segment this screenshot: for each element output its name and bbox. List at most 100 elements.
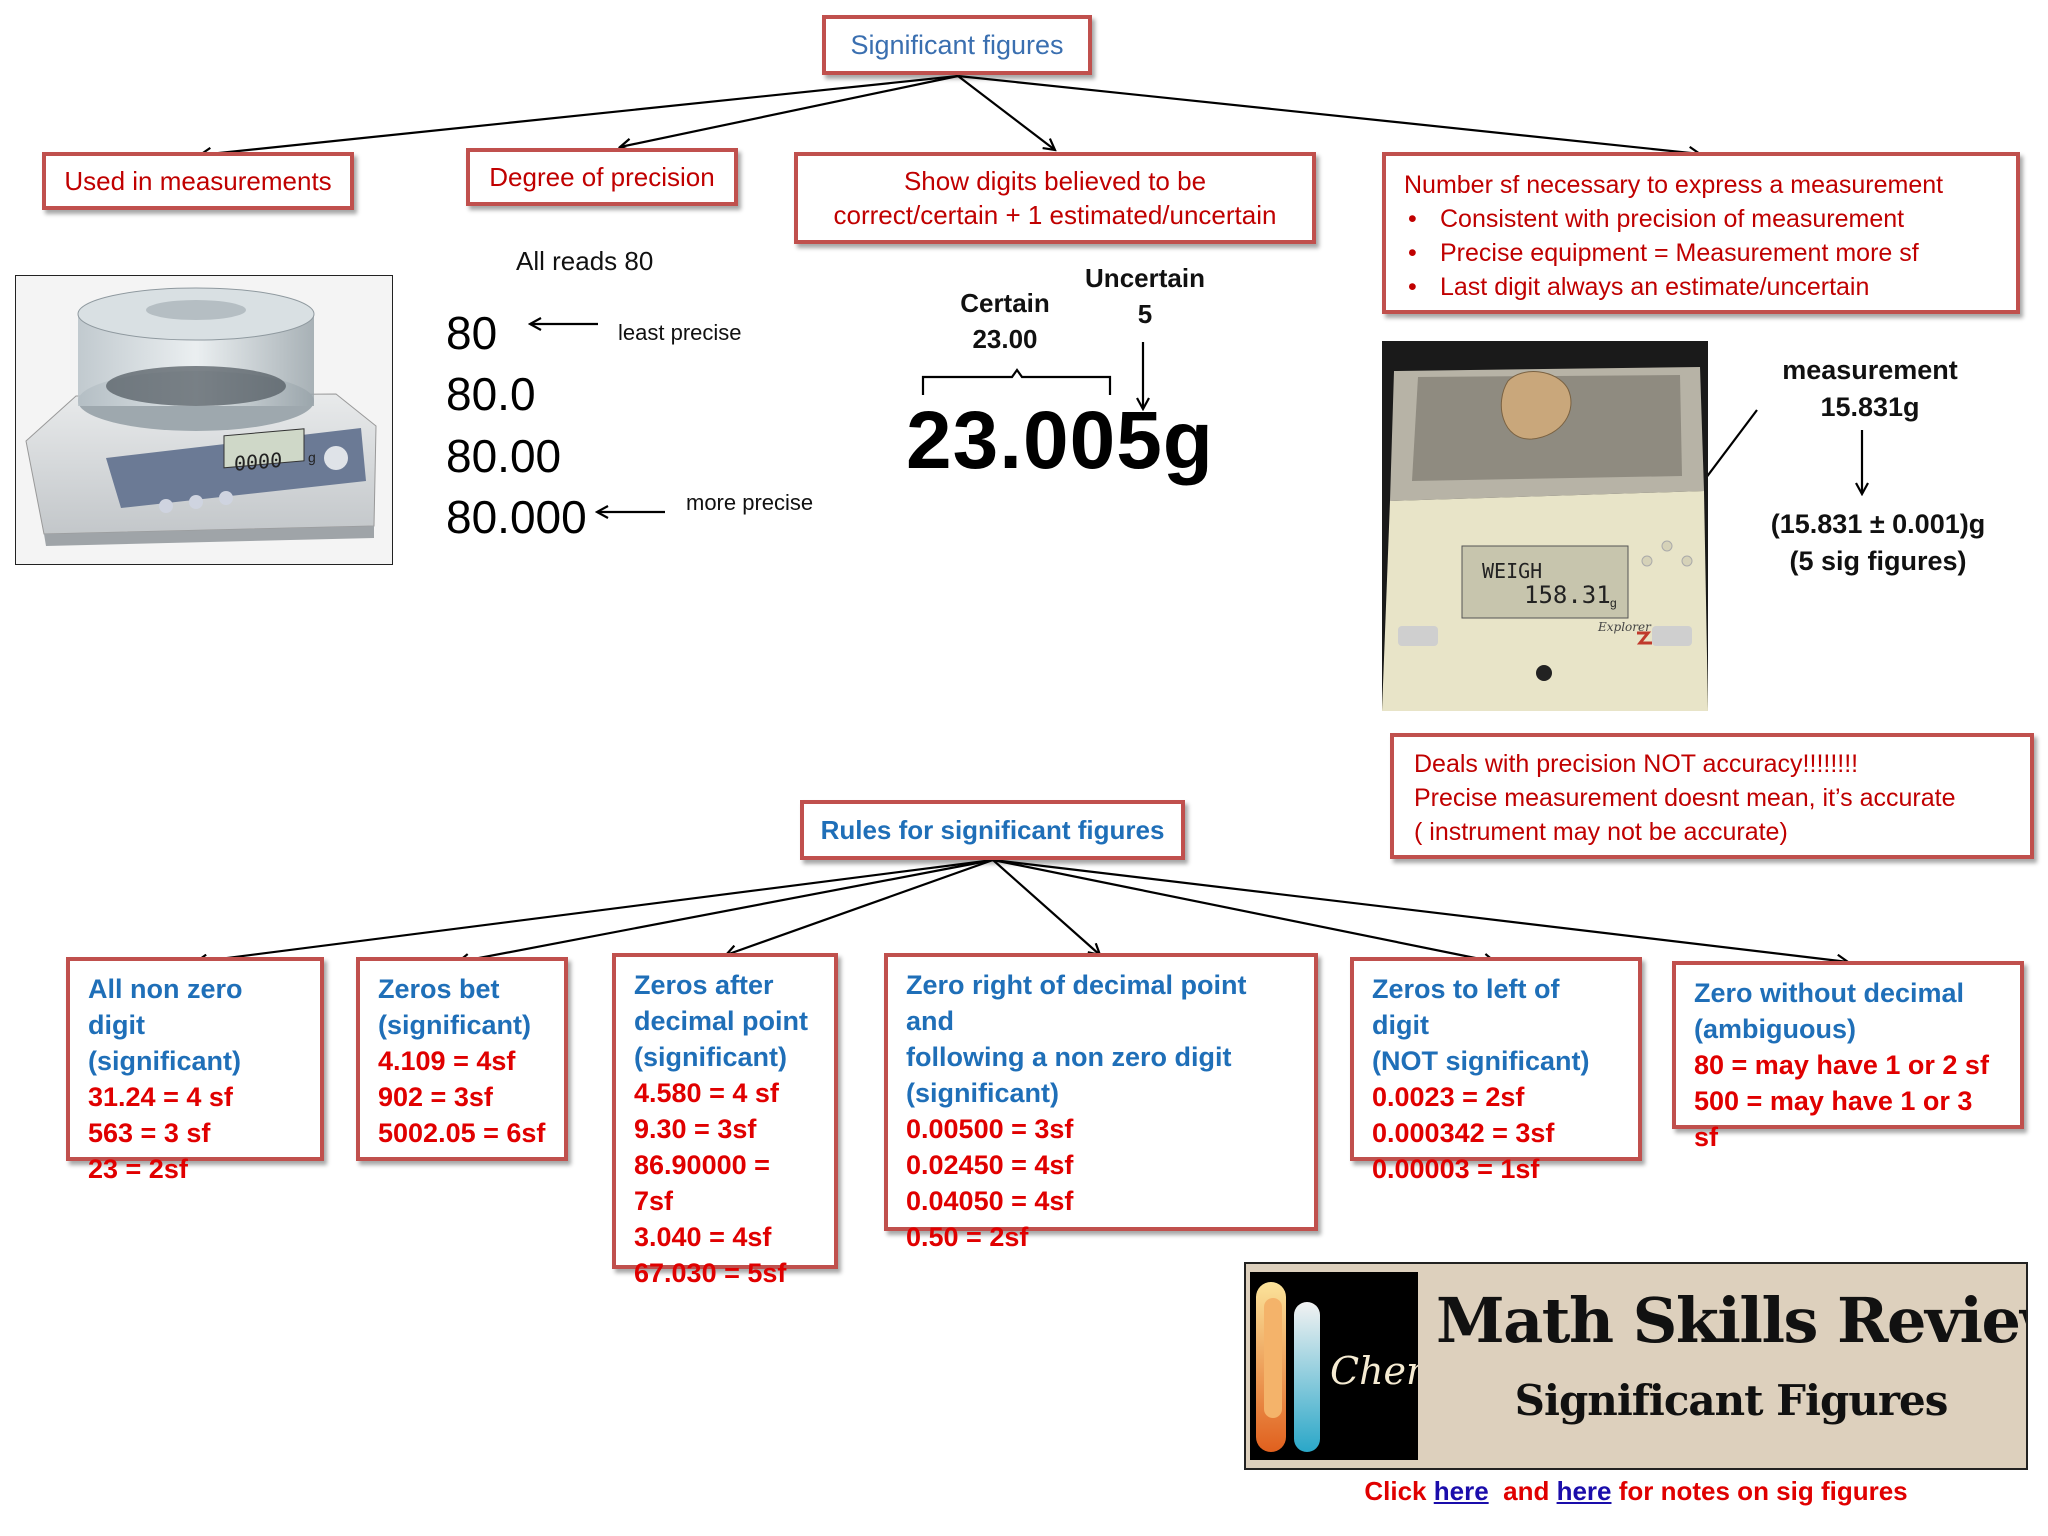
rule-example: 31.24 = 4 sf (88, 1082, 233, 1112)
balance-display-unit: g (308, 449, 316, 466)
rule-example: 0.04050 = 4sf (906, 1186, 1074, 1216)
arrow-rule-2 (458, 858, 994, 962)
number-heading: Number sf necessary to express a measure… (1404, 171, 1944, 199)
footer-and: and (1503, 1476, 1550, 1506)
arrow-to-number (957, 74, 1700, 154)
measurement-sig: (5 sig figures) (1789, 546, 1967, 576)
rule-title: following a non zero digit (906, 1042, 1232, 1072)
rule-example: 0.00500 = 3sf (906, 1114, 1074, 1144)
rule-example: 0.0023 = 2sf (1372, 1082, 1525, 1112)
bullet-item: Consistent with precision of measurement (1408, 202, 1998, 236)
precision-value-1: 80 (446, 307, 498, 359)
rule-box-3: Zeros after decimal point (significant) … (612, 953, 838, 1288)
rule-example: 80 = may have 1 or 2 sf (1694, 1050, 1989, 1080)
arrow-rule-6 (992, 858, 1848, 962)
example-number: 23.005g (906, 395, 1214, 486)
rule-title: Zero right of decimal point and (906, 970, 1247, 1036)
show-line-2: correct/certain + 1 estimated/uncertain (833, 200, 1277, 230)
arrow-to-show (957, 75, 1055, 150)
scale-illustration: WEIGH 158.31 g Explorer (1382, 341, 1708, 711)
rule-example: 4.580 = 4 sf (634, 1078, 779, 1108)
rule-example: 0.50 = 2sf (906, 1222, 1029, 1252)
rule-title: (significant) (378, 1010, 531, 1040)
footer-click: Click (1364, 1476, 1427, 1506)
measurement-label: measurement 15.831g (1760, 352, 1980, 426)
rule-title: (significant) (906, 1078, 1059, 1108)
scale-image: WEIGH 158.31 g Explorer (1382, 341, 1708, 711)
show-box: Show digits believed to be correct/certa… (794, 152, 1316, 244)
page-title: Significant figures (850, 30, 1064, 60)
rule-title: Zeros bet (378, 974, 500, 1004)
certain-brace (921, 368, 1112, 395)
here-link-2[interactable]: here (1556, 1476, 1612, 1506)
rule-title: All non zero digit (88, 974, 243, 1040)
certain-label: Certain 23.00 (940, 285, 1070, 357)
balance-illustration: 0000 g (25, 287, 377, 546)
rules-title: Rules for significant figures (820, 815, 1165, 845)
title-box: Significant figures (822, 15, 1092, 75)
rule-example: 0.000342 = 3sf (1372, 1118, 1555, 1148)
rule-box-1: All non zero digit (significant) 31.24 =… (66, 957, 324, 1184)
rule-box-2: Zeros bet (significant) 4.109 = 4sf 902 … (356, 957, 568, 1161)
show-line-1: Show digits believed to be (903, 166, 1207, 196)
arrow-to-used (200, 74, 959, 155)
certain-value: 23.00 (972, 324, 1038, 354)
uncertain-label-text: Uncertain (1085, 263, 1205, 293)
rule-example: 4.109 = 4sf (378, 1046, 516, 1076)
rule-example: 23 = 2sf (88, 1154, 188, 1184)
precision-value-3: 80.00 (446, 430, 562, 482)
bullet-item: Precise equipment = Measurement more sf (1408, 236, 1998, 270)
rules-title-box: Rules for significant figures (800, 800, 1185, 860)
balance-image: 0000 g (15, 275, 393, 565)
scale-screen-unit: g (1610, 596, 1617, 610)
arrow-rule-5 (992, 858, 1495, 962)
rule-box-5: Zeros to left of digit (NOT significant)… (1350, 957, 1642, 1184)
here-link-1[interactable]: here (1433, 1476, 1489, 1506)
degree-box: Degree of precision (466, 148, 738, 206)
arrow-rule-4 (992, 859, 1100, 955)
rule-example: 563 = 3 sf (88, 1118, 211, 1148)
rule-example: 500 = may have 1 or 3 sf (1694, 1086, 1973, 1152)
note-line: ( instrument may not be accurate) (1414, 818, 1788, 846)
rule-title: (significant) (634, 1042, 787, 1072)
all-reads-label: All reads 80 (516, 246, 654, 276)
rule-title: (NOT significant) (1372, 1046, 1590, 1076)
measurement-value: 15.831g (1820, 392, 1920, 422)
rule-box-6: Zero without decimal (ambiguous) 80 = ma… (1672, 961, 2024, 1152)
uncertain-label: Uncertain 5 (1070, 260, 1220, 332)
least-precise-label: least precise (618, 320, 742, 345)
measurement-result-text: (15.831 ± 0.001)g (1770, 509, 1986, 539)
number-box: Number sf necessary to express a measure… (1382, 152, 2020, 314)
rule-example: 86.90000 = 7sf (634, 1150, 770, 1216)
measurement-result: (15.831 ± 0.001)g (5 sig figures) (1748, 506, 2008, 580)
rule-title: Zero without decimal (1694, 978, 1965, 1008)
degree-label: Degree of precision (489, 162, 715, 192)
footer-rest: for notes on sig figures (1618, 1476, 1908, 1506)
scale-screen-top: WEIGH (1482, 559, 1542, 583)
precision-value-2: 80.0 (446, 368, 536, 420)
arrow-rule-3 (726, 858, 994, 955)
uncertain-value: 5 (1137, 299, 1153, 329)
rule-title: decimal point (634, 1006, 809, 1036)
certain-label-text: Certain (960, 288, 1050, 318)
rule-title: (significant) (88, 1046, 241, 1076)
chem-logo-text: Chem (1330, 1349, 1418, 1393)
arrow-rule-1 (196, 858, 994, 962)
rule-example: 3.040 = 4sf (634, 1222, 772, 1252)
rule-example: 5002.05 = 6sf (378, 1118, 546, 1148)
more-precise-label: more precise (686, 490, 814, 515)
precision-value-4: 80.000 (446, 491, 587, 543)
used-box: Used in measurements (42, 152, 354, 210)
chem-logo: Chem (1250, 1272, 1442, 1460)
rule-example: 0.00003 = 1sf (1372, 1154, 1540, 1184)
note-box: Deals with precision NOT accuracy!!!!!!!… (1390, 733, 2034, 859)
rule-example: 9.30 = 3sf (634, 1114, 757, 1144)
rule-example: 902 = 3sf (378, 1082, 493, 1112)
rule-example: 0.02450 = 4sf (906, 1150, 1074, 1180)
math-skills-banner[interactable]: Chem Math Skills Review Significant Figu… (1244, 1262, 2028, 1470)
balance-display-text: 0000 (234, 448, 282, 476)
arrow-to-degree (620, 74, 959, 147)
rule-title: (ambiguous) (1694, 1014, 1856, 1044)
rule-box-4: Zero right of decimal point and followin… (884, 953, 1318, 1252)
